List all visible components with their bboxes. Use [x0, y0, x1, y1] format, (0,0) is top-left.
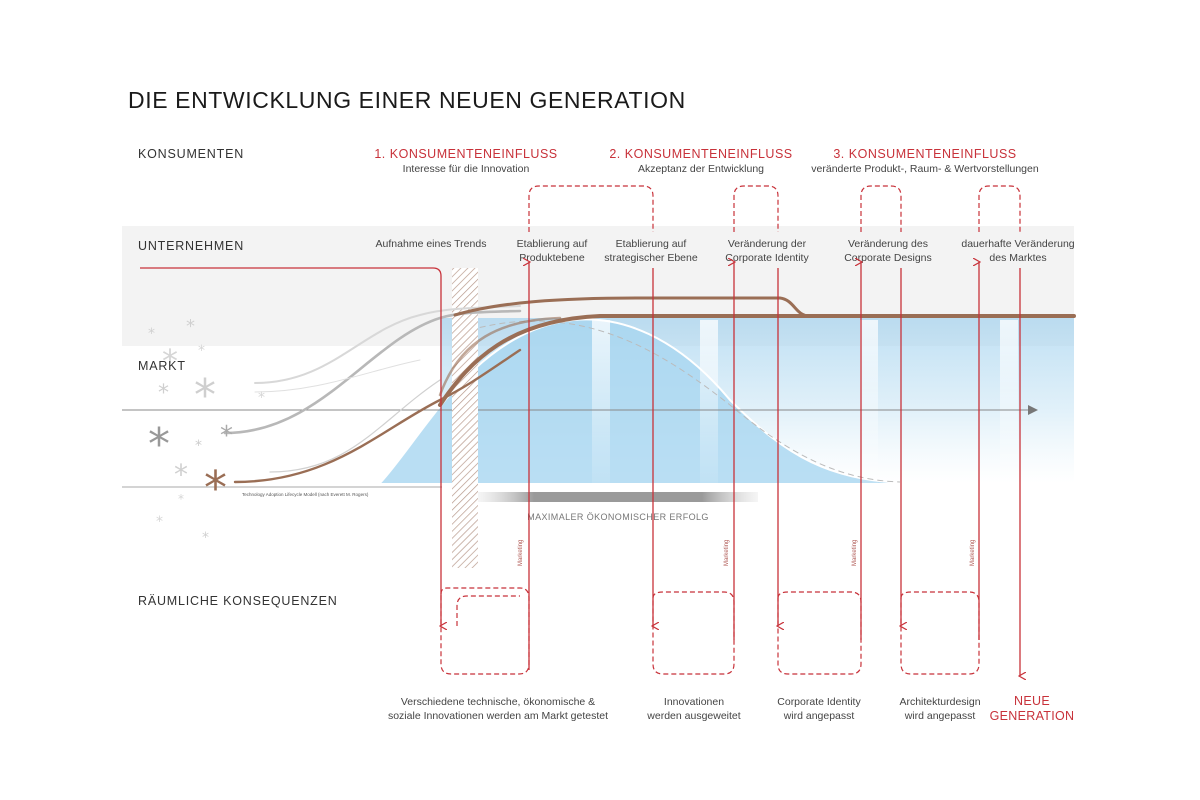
step-3-line1: Etablierung auf: [616, 238, 687, 250]
marketing-label-2: Marketing: [724, 540, 730, 566]
einfluss-3-heading: 3. KONSUMENTENEINFLUSS: [833, 147, 1016, 161]
star-icon: *: [156, 514, 163, 530]
einfluss-3-sub: veränderte Produkt-, Raum- & Wertvorstel…: [811, 163, 1039, 175]
outcome-2-line2: werden ausgeweitet: [646, 710, 740, 722]
model-caption: Technology Adoption Lifecycle Modell (na…: [242, 492, 369, 497]
star-icon: *: [195, 438, 202, 454]
outcome-4-line2: wird angepasst: [904, 710, 976, 722]
step-4-line1: Veränderung der: [728, 238, 807, 250]
lane-markt: MARKT: [138, 359, 186, 373]
step-1-line1: Aufnahme eines Trends: [376, 238, 487, 250]
star-icon: *: [178, 492, 184, 506]
outcome-1-line2: soziale Innovationen werden am Markt get…: [388, 710, 608, 722]
erfolg-bar: [478, 492, 758, 502]
marketing-label-4: Marketing: [970, 540, 976, 566]
step-4-line2: Corporate Identity: [725, 252, 809, 264]
star-icon: *: [186, 316, 195, 337]
adoption-curves: [223, 305, 522, 473]
market-area: [379, 318, 1074, 484]
step-3-line2: strategischer Ebene: [604, 252, 698, 264]
star-icon: *: [162, 342, 178, 380]
star-icon: *: [194, 370, 216, 421]
einfluss-1-sub: Interesse für die Innovation: [403, 163, 530, 175]
star-icon: *: [198, 343, 205, 359]
outcome-3-line1: Corporate Identity: [777, 696, 861, 708]
star-icon: *: [204, 461, 227, 515]
outcome-4-line1: Architekturdesign: [899, 696, 980, 708]
trend-hatch-bar: [452, 268, 478, 568]
step-6-line2: des Marktes: [989, 252, 1046, 264]
adoption-stars: * * * * * * * * * * * * * * *: [148, 316, 265, 546]
lane-konsumenten: KONSUMENTEN: [138, 147, 244, 161]
step-5-line1: Veränderung des: [848, 238, 928, 250]
outcome-3-line2: wird angepasst: [783, 710, 855, 722]
lane-unternehmen: UNTERNEHMEN: [138, 239, 244, 253]
star-icon: *: [220, 421, 233, 451]
star-icon: *: [202, 530, 209, 546]
erfolg-label: MAXIMALER ÖKONOMISCHER ERFOLG: [527, 512, 709, 522]
brown-curves: [233, 296, 1076, 484]
neue-generation-line2: GENERATION: [990, 709, 1075, 723]
flow-lines: [140, 262, 1020, 676]
step-2-line2: Produktebene: [519, 252, 585, 264]
star-icon: *: [148, 419, 170, 470]
step-6-line1: dauerhafte Veränderung: [961, 238, 1074, 250]
page-title: DIE ENTWICKLUNG EINER NEUEN GENERATION: [128, 87, 686, 113]
einfluss-2-heading: 2. KONSUMENTENEINFLUSS: [609, 147, 792, 161]
marketing-label-3: Marketing: [852, 540, 858, 566]
einfluss-2-sub: Akzeptanz der Entwicklung: [638, 163, 764, 175]
star-icon: *: [148, 326, 155, 342]
outcome-2-line1: Innovationen: [664, 696, 724, 708]
raeumliche-loops: [440, 587, 980, 675]
einfluss-1-heading: 1. KONSUMENTENEINFLUSS: [374, 147, 557, 161]
star-icon: *: [158, 381, 169, 406]
star-icon: *: [174, 458, 188, 491]
outcome-1-line1: Verschiedene technische, ökonomische &: [401, 696, 595, 708]
axis-arrow-icon: [1028, 405, 1038, 415]
konsumenten-loops: [528, 185, 1021, 232]
lane-raeumliche-konsequenzen: RÄUMLICHE KONSEQUENZEN: [138, 594, 338, 608]
step-5-line2: Corporate Designs: [844, 252, 932, 264]
star-icon: *: [258, 390, 265, 406]
step-2-line1: Etablierung auf: [517, 238, 588, 250]
marketing-label-1: Marketing: [518, 540, 524, 566]
neue-generation-line1: NEUE: [1014, 694, 1050, 708]
